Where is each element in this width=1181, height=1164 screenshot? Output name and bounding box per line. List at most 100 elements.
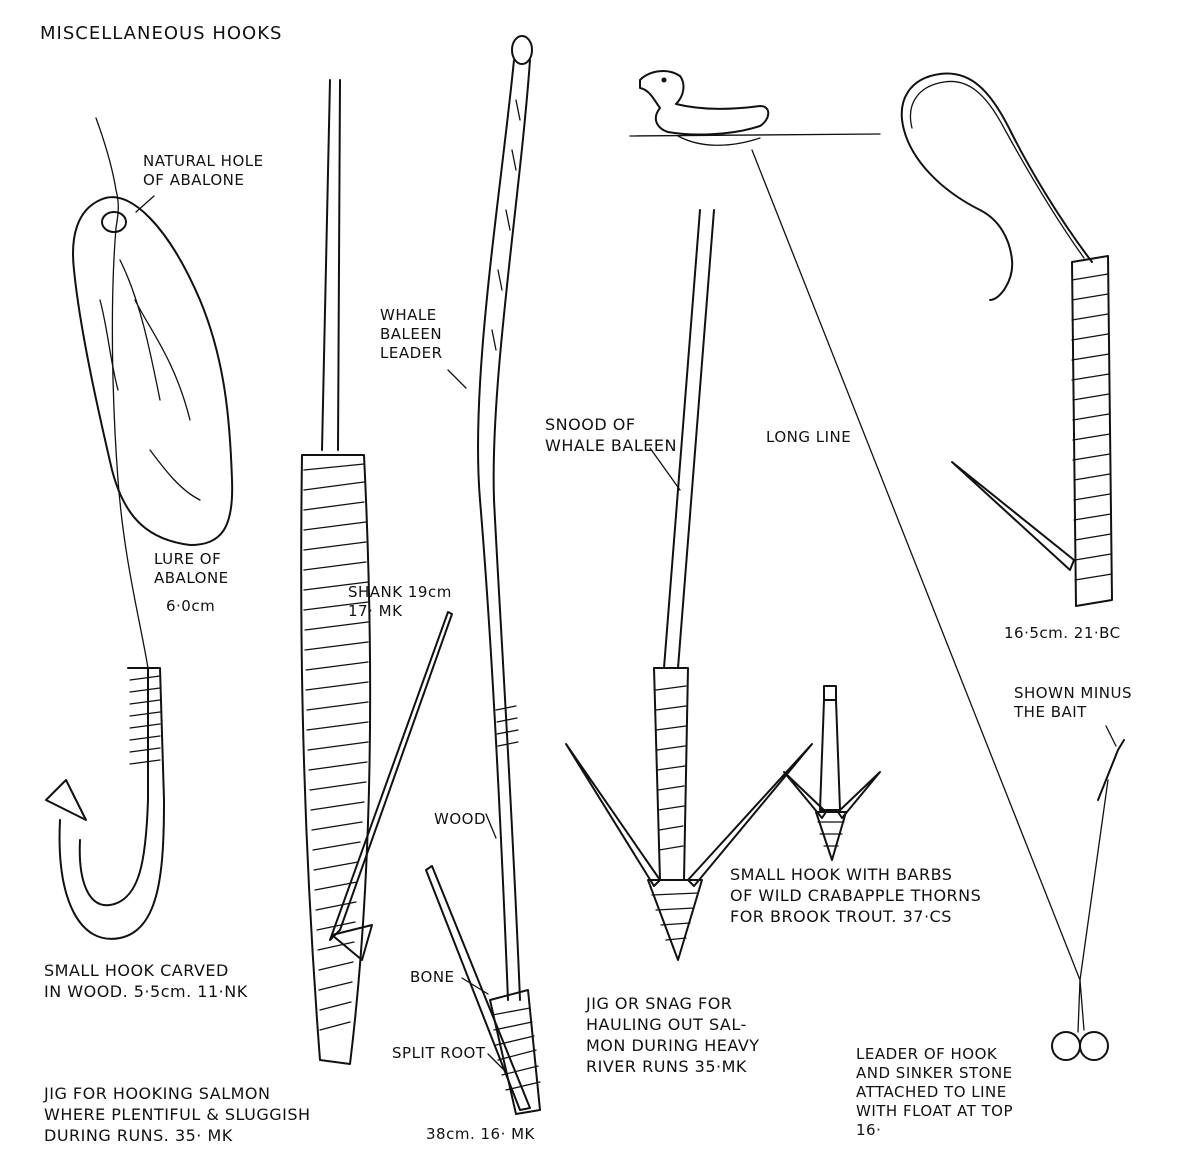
small-hook-label: SMALL HOOK CARVED IN WOOD. 5·5cm. 11·NK bbox=[44, 960, 248, 1002]
shank-label-line: 17· MK bbox=[348, 602, 403, 620]
duck-reflection bbox=[677, 135, 761, 146]
water-line bbox=[629, 133, 881, 137]
wood-hook-inner bbox=[78, 667, 149, 907]
salmon-jig-leader bbox=[321, 79, 341, 451]
snag-jig-drawing bbox=[565, 209, 813, 961]
whale-baleen-leader-line: LEADER bbox=[380, 344, 443, 362]
snag-jig-label-line: JIG OR SNAG FOR bbox=[586, 994, 733, 1013]
rope-hook-barb bbox=[951, 461, 1075, 571]
duck-float bbox=[639, 70, 770, 136]
sinker-tie bbox=[1077, 979, 1085, 1033]
snag-jig-point-wrap bbox=[651, 892, 699, 941]
salmon-jig-binding-knot bbox=[331, 924, 373, 961]
wood-hook-binding bbox=[129, 675, 161, 765]
small-hook-label-line: IN WOOD. 5·5cm. 11·NK bbox=[44, 982, 248, 1001]
split-root-wraps bbox=[491, 1007, 541, 1091]
salmon-jig-label-line: DURING RUNS. 35· MK bbox=[44, 1126, 233, 1145]
size-38-label: 38cm. 16· MK bbox=[426, 1125, 535, 1143]
snag-jig-wrapping bbox=[655, 685, 687, 851]
wood-hook-barb bbox=[45, 779, 87, 821]
trout-hook-barb-right bbox=[837, 771, 881, 819]
baleen-leader-shaft bbox=[476, 59, 531, 1001]
rope-loop bbox=[900, 72, 1093, 301]
natural-hole-label: NATURAL HOLE OF ABALONE bbox=[143, 152, 264, 190]
snag-jig-label-line: MON DURING HEAVY bbox=[586, 1036, 760, 1055]
trout-hook-barb-left bbox=[783, 771, 827, 819]
wood-pointer bbox=[485, 813, 497, 839]
shown-minus-label-line: SHOWN MINUS bbox=[1014, 684, 1133, 702]
shank-label: SHANK 19cm 17· MK bbox=[348, 583, 452, 621]
snag-jig-snood bbox=[663, 209, 715, 669]
lure-label: LURE OF ABALONE bbox=[154, 550, 229, 588]
brook-trout-hook-label: SMALL HOOK WITH BARBS OF WILD CRABAPPLE … bbox=[730, 864, 981, 927]
abalone-lure-drawing bbox=[45, 117, 234, 940]
abalone-hole bbox=[101, 211, 127, 233]
rope-hook-drawing bbox=[900, 72, 1113, 607]
baleen-jig-drawing bbox=[425, 35, 541, 1115]
split-root-pointer bbox=[487, 1053, 507, 1073]
leader-label-line: LEADER OF HOOK bbox=[856, 1045, 998, 1063]
salmon-jig-label-line: WHERE PLENTIFUL & SLUGGISH bbox=[44, 1105, 311, 1124]
duck-eye bbox=[661, 77, 667, 83]
baleen-leader-wrap bbox=[495, 705, 519, 747]
long-line-label: LONG LINE bbox=[766, 428, 852, 446]
whale-baleen-leader-line: WHALE bbox=[380, 306, 437, 324]
snag-jig-label: JIG OR SNAG FOR HAULING OUT SAL- MON DUR… bbox=[586, 993, 760, 1077]
snood-label: SNOOD OF WHALE BALEEN bbox=[545, 414, 677, 456]
rope-loop-inner bbox=[909, 80, 1085, 259]
salmon-jig-wrapping bbox=[303, 463, 369, 1031]
salmon-jig-drawing bbox=[300, 79, 453, 1065]
lure-label-line: LURE OF bbox=[154, 550, 222, 568]
leader-to-hook bbox=[1079, 779, 1109, 981]
long-line bbox=[751, 149, 1081, 981]
lure-line-top bbox=[95, 117, 119, 229]
size-165-label: 16·5cm. 21·BC bbox=[1004, 624, 1121, 642]
split-root-label: SPLIT ROOT bbox=[392, 1044, 486, 1062]
lure-label-line: ABALONE bbox=[154, 569, 229, 587]
leader-label-line: 16· bbox=[856, 1121, 882, 1139]
snag-jig-barb-left bbox=[565, 743, 661, 887]
rope-hook-shank bbox=[1071, 255, 1113, 607]
leader-label: LEADER OF HOOK AND SINKER STONE ATTACHED… bbox=[856, 1045, 1013, 1140]
lure-line-bottom bbox=[111, 227, 149, 669]
natural-hole-label-line: NATURAL HOLE bbox=[143, 152, 264, 170]
leader-label-line: AND SINKER STONE bbox=[856, 1064, 1013, 1082]
small-hook-label-line: SMALL HOOK CARVED bbox=[44, 961, 229, 980]
leader-small-hook bbox=[1097, 739, 1125, 801]
snood-pointer bbox=[649, 447, 681, 491]
shown-minus-label: SHOWN MINUS THE BAIT bbox=[1014, 684, 1132, 722]
brook-trout-hook-label-line: FOR BROOK TROUT. 37·CS bbox=[730, 907, 952, 926]
natural-hole-pointer bbox=[135, 195, 155, 213]
float-long-line-drawing bbox=[629, 70, 1125, 1061]
salmon-jig-label: JIG FOR HOOKING SALMON WHERE PLENTIFUL &… bbox=[44, 1083, 311, 1146]
snood-label-line: SNOOD OF bbox=[545, 415, 636, 434]
abalone-shell bbox=[72, 196, 234, 546]
shown-minus-pointer bbox=[1105, 725, 1117, 747]
snood-label-line: WHALE BALEEN bbox=[545, 436, 677, 455]
lure-size-label: 6·0cm bbox=[166, 597, 216, 615]
whale-baleen-leader-line: BALEEN bbox=[380, 325, 443, 343]
trout-hook-shank bbox=[819, 699, 841, 811]
snag-jig-barb-right bbox=[687, 743, 813, 887]
whale-baleen-pointer bbox=[447, 369, 467, 389]
trout-hook-point bbox=[815, 811, 847, 861]
natural-hole-label-line: OF ABALONE bbox=[143, 171, 245, 189]
sinker-stone-left bbox=[1051, 1031, 1081, 1061]
leader-label-line: ATTACHED TO LINE bbox=[856, 1083, 1007, 1101]
salmon-jig-shank bbox=[300, 454, 372, 1065]
rope-hook-wrapping bbox=[1071, 273, 1113, 581]
baleen-loop bbox=[511, 35, 533, 65]
bone-label: BONE bbox=[410, 968, 455, 986]
brook-trout-hook-drawing bbox=[783, 685, 881, 861]
wood-hook-outline bbox=[58, 667, 165, 940]
trout-hook-wrap bbox=[817, 821, 845, 847]
whale-baleen-leader-label: WHALE BALEEN LEADER bbox=[380, 306, 443, 363]
salmon-jig-label-line: JIG FOR HOOKING SALMON bbox=[44, 1084, 271, 1103]
sinker-stone-right bbox=[1079, 1031, 1109, 1061]
trout-hook-top bbox=[823, 685, 837, 701]
leader-label-line: WITH FLOAT AT TOP bbox=[856, 1102, 1014, 1120]
snag-jig-label-line: HAULING OUT SAL- bbox=[586, 1015, 747, 1034]
brook-trout-hook-label-line: SMALL HOOK WITH BARBS bbox=[730, 865, 953, 884]
shank-label-line: SHANK 19cm bbox=[348, 583, 452, 601]
